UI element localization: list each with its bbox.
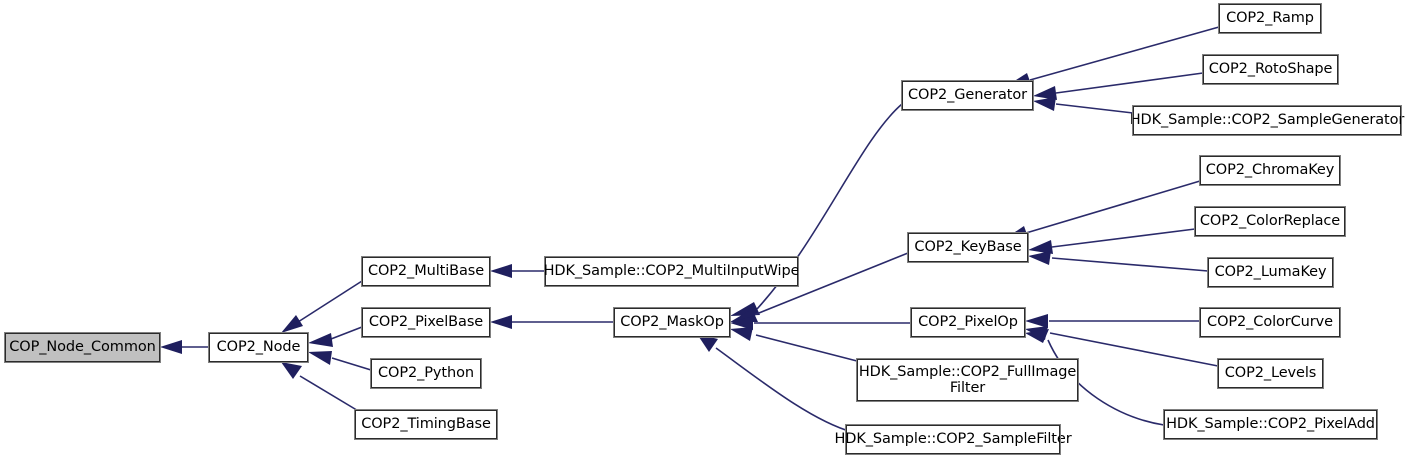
edge-cop2_pixelbase-to-cop2_node [308,326,363,347]
edge-hdk_multiinputwipe-to-cop2_multibase [490,264,545,278]
edge-cop2_lumakey-to-cop2_keybase [1028,251,1209,272]
class-node-cop2_colorreplace[interactable]: COP2_ColorReplace [1194,206,1346,237]
class-node-cop2_colorcurve[interactable]: COP2_ColorCurve [1199,307,1341,338]
class-node-cop2_keybase[interactable]: COP2_KeyBase [907,232,1029,263]
class-node-cop2_pixelbase[interactable]: COP2_PixelBase [361,307,491,338]
edge-hdk_samplefilter-to-cop2_maskop [697,334,853,433]
class-node-hdk_samplegenerator[interactable]: HDK_Sample::COP2_SampleGenerator [1130,105,1404,136]
edge-cop2_colorreplace-to-cop2_keybase [1028,228,1196,254]
edge-cop2_pixelop-to-cop2_maskop [730,316,911,330]
edge-hdk_fullimagefilter-to-cop2_maskop [730,327,858,362]
class-node-cop2_timingbase[interactable]: COP2_TimingBase [354,409,498,440]
edge-cop2_multibase-to-cop2_node [281,280,363,333]
class-node-hdk_samplefilter[interactable]: HDK_Sample::COP2_SampleFilter [834,424,1072,455]
edge-cop2_colorcurve-to-cop2_pixelop [1025,314,1200,328]
class-node-hdk_fullimagefilter[interactable]: HDK_Sample::COP2_FullImage Filter [856,358,1079,402]
class-node-hdk_multiinputwipe[interactable]: HDK_Sample::COP2_MultiInputWipe [544,256,800,287]
class-node-cop_node_common[interactable]: COP_Node_Common [4,332,161,363]
class-node-cop2_chromakey[interactable]: COP2_ChromaKey [1199,155,1341,186]
class-node-hdk_pixeladd[interactable]: HDK_Sample::COP2_PixelAdd [1163,409,1378,440]
edge-cop2_maskop-to-cop2_pixelbase [490,315,614,329]
class-node-cop2_maskop[interactable]: COP2_MaskOp [613,307,731,338]
class-node-cop2_ramp[interactable]: COP2_Ramp [1218,3,1322,34]
edge-cop2_python-to-cop2_node [308,351,372,371]
class-node-cop2_generator[interactable]: COP2_Generator [901,80,1034,111]
class-node-cop2_rotoshape[interactable]: COP2_RotoShape [1202,54,1339,85]
class-node-cop2_lumakey[interactable]: COP2_LumaKey [1207,257,1334,288]
edge-cop2_chromakey-to-cop2_keybase [1003,180,1201,240]
class-node-cop2_python[interactable]: COP2_Python [370,358,482,389]
class-node-cop2_node[interactable]: COP2_Node [208,332,309,363]
class-node-cop2_multibase[interactable]: COP2_MultiBase [361,256,491,287]
edge-cop2_node-to-cop_node_common [160,340,209,354]
class-node-cop2_levels[interactable]: COP2_Levels [1217,358,1324,389]
edge-cop2_ramp-to-cop2_generator [1005,26,1220,87]
class-node-cop2_pixelop[interactable]: COP2_PixelOp [910,307,1026,338]
edge-hdk_samplegenerator-to-cop2_generator [1033,97,1134,114]
edge-cop2_rotoshape-to-cop2_generator [1033,72,1204,100]
edge-cop2_timingbase-to-cop2_node [281,362,361,413]
